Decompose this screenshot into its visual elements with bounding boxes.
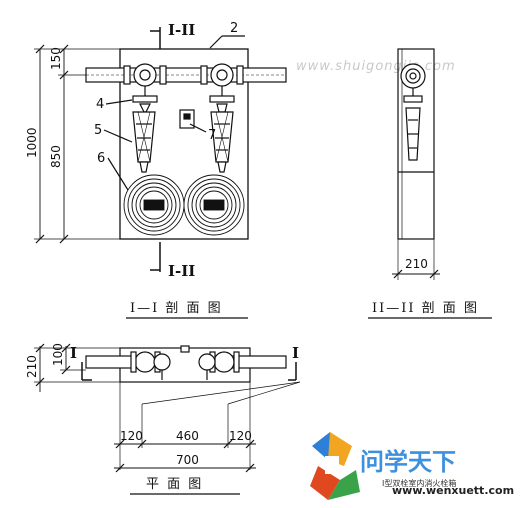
side-cabinet-outline: [397, 48, 435, 240]
left-nozzle: [132, 103, 156, 173]
dim-plan-460: 460: [176, 429, 199, 443]
cabinet-outline: [119, 48, 249, 240]
plan-section-mark-left: I: [70, 344, 77, 362]
right-hose-reel: [183, 174, 245, 236]
dim-plan-100: 100: [51, 343, 65, 366]
dim-lower-850: 850: [49, 145, 63, 168]
watermark: www.shuigongjis.com: [296, 59, 456, 74]
left-valve: [123, 63, 167, 103]
right-valve: [200, 63, 244, 103]
section-mark-bottom: I-II: [168, 262, 195, 280]
caption-section-I: I—I 剖 面 图: [130, 301, 223, 316]
logo: 问学天下 www.wenxuett.com Ⅰ型双栓室内消火栓箱: [310, 432, 514, 500]
dim-plan-120-left: 120: [120, 429, 143, 443]
pd-logo-icon: [310, 432, 360, 500]
dim-plan-700: 700: [176, 453, 199, 467]
right-nozzle: [210, 103, 234, 173]
section-mark-top: I-II: [168, 21, 195, 39]
front-view: [34, 27, 287, 272]
logo-text: 问学天下: [360, 448, 456, 476]
callout-4: 4: [96, 97, 104, 112]
left-hose-reel: [123, 174, 185, 236]
side-view: [392, 48, 440, 280]
caption-plan: 平 面 图: [146, 477, 203, 492]
plan-note: Ⅰ型双栓室内消火栓箱: [382, 478, 456, 488]
logo-url: www.wenxuett.com: [392, 484, 514, 497]
dim-top-150: 150: [49, 47, 63, 70]
callout-7: 7: [208, 128, 216, 143]
dim-plan-120-right: 120: [229, 429, 252, 443]
callout-5: 5: [94, 123, 102, 138]
plan-section-mark-right: I: [292, 344, 299, 362]
plan-view: [34, 343, 301, 473]
callout-2: 2: [230, 21, 238, 36]
dim-plan-210: 210: [25, 355, 39, 378]
dim-side-210: 210: [405, 257, 428, 271]
callout-6: 6: [97, 151, 105, 166]
caption-section-II: II—II 剖 面 图: [372, 301, 479, 316]
dim-overall-1000: 1000: [25, 127, 39, 158]
